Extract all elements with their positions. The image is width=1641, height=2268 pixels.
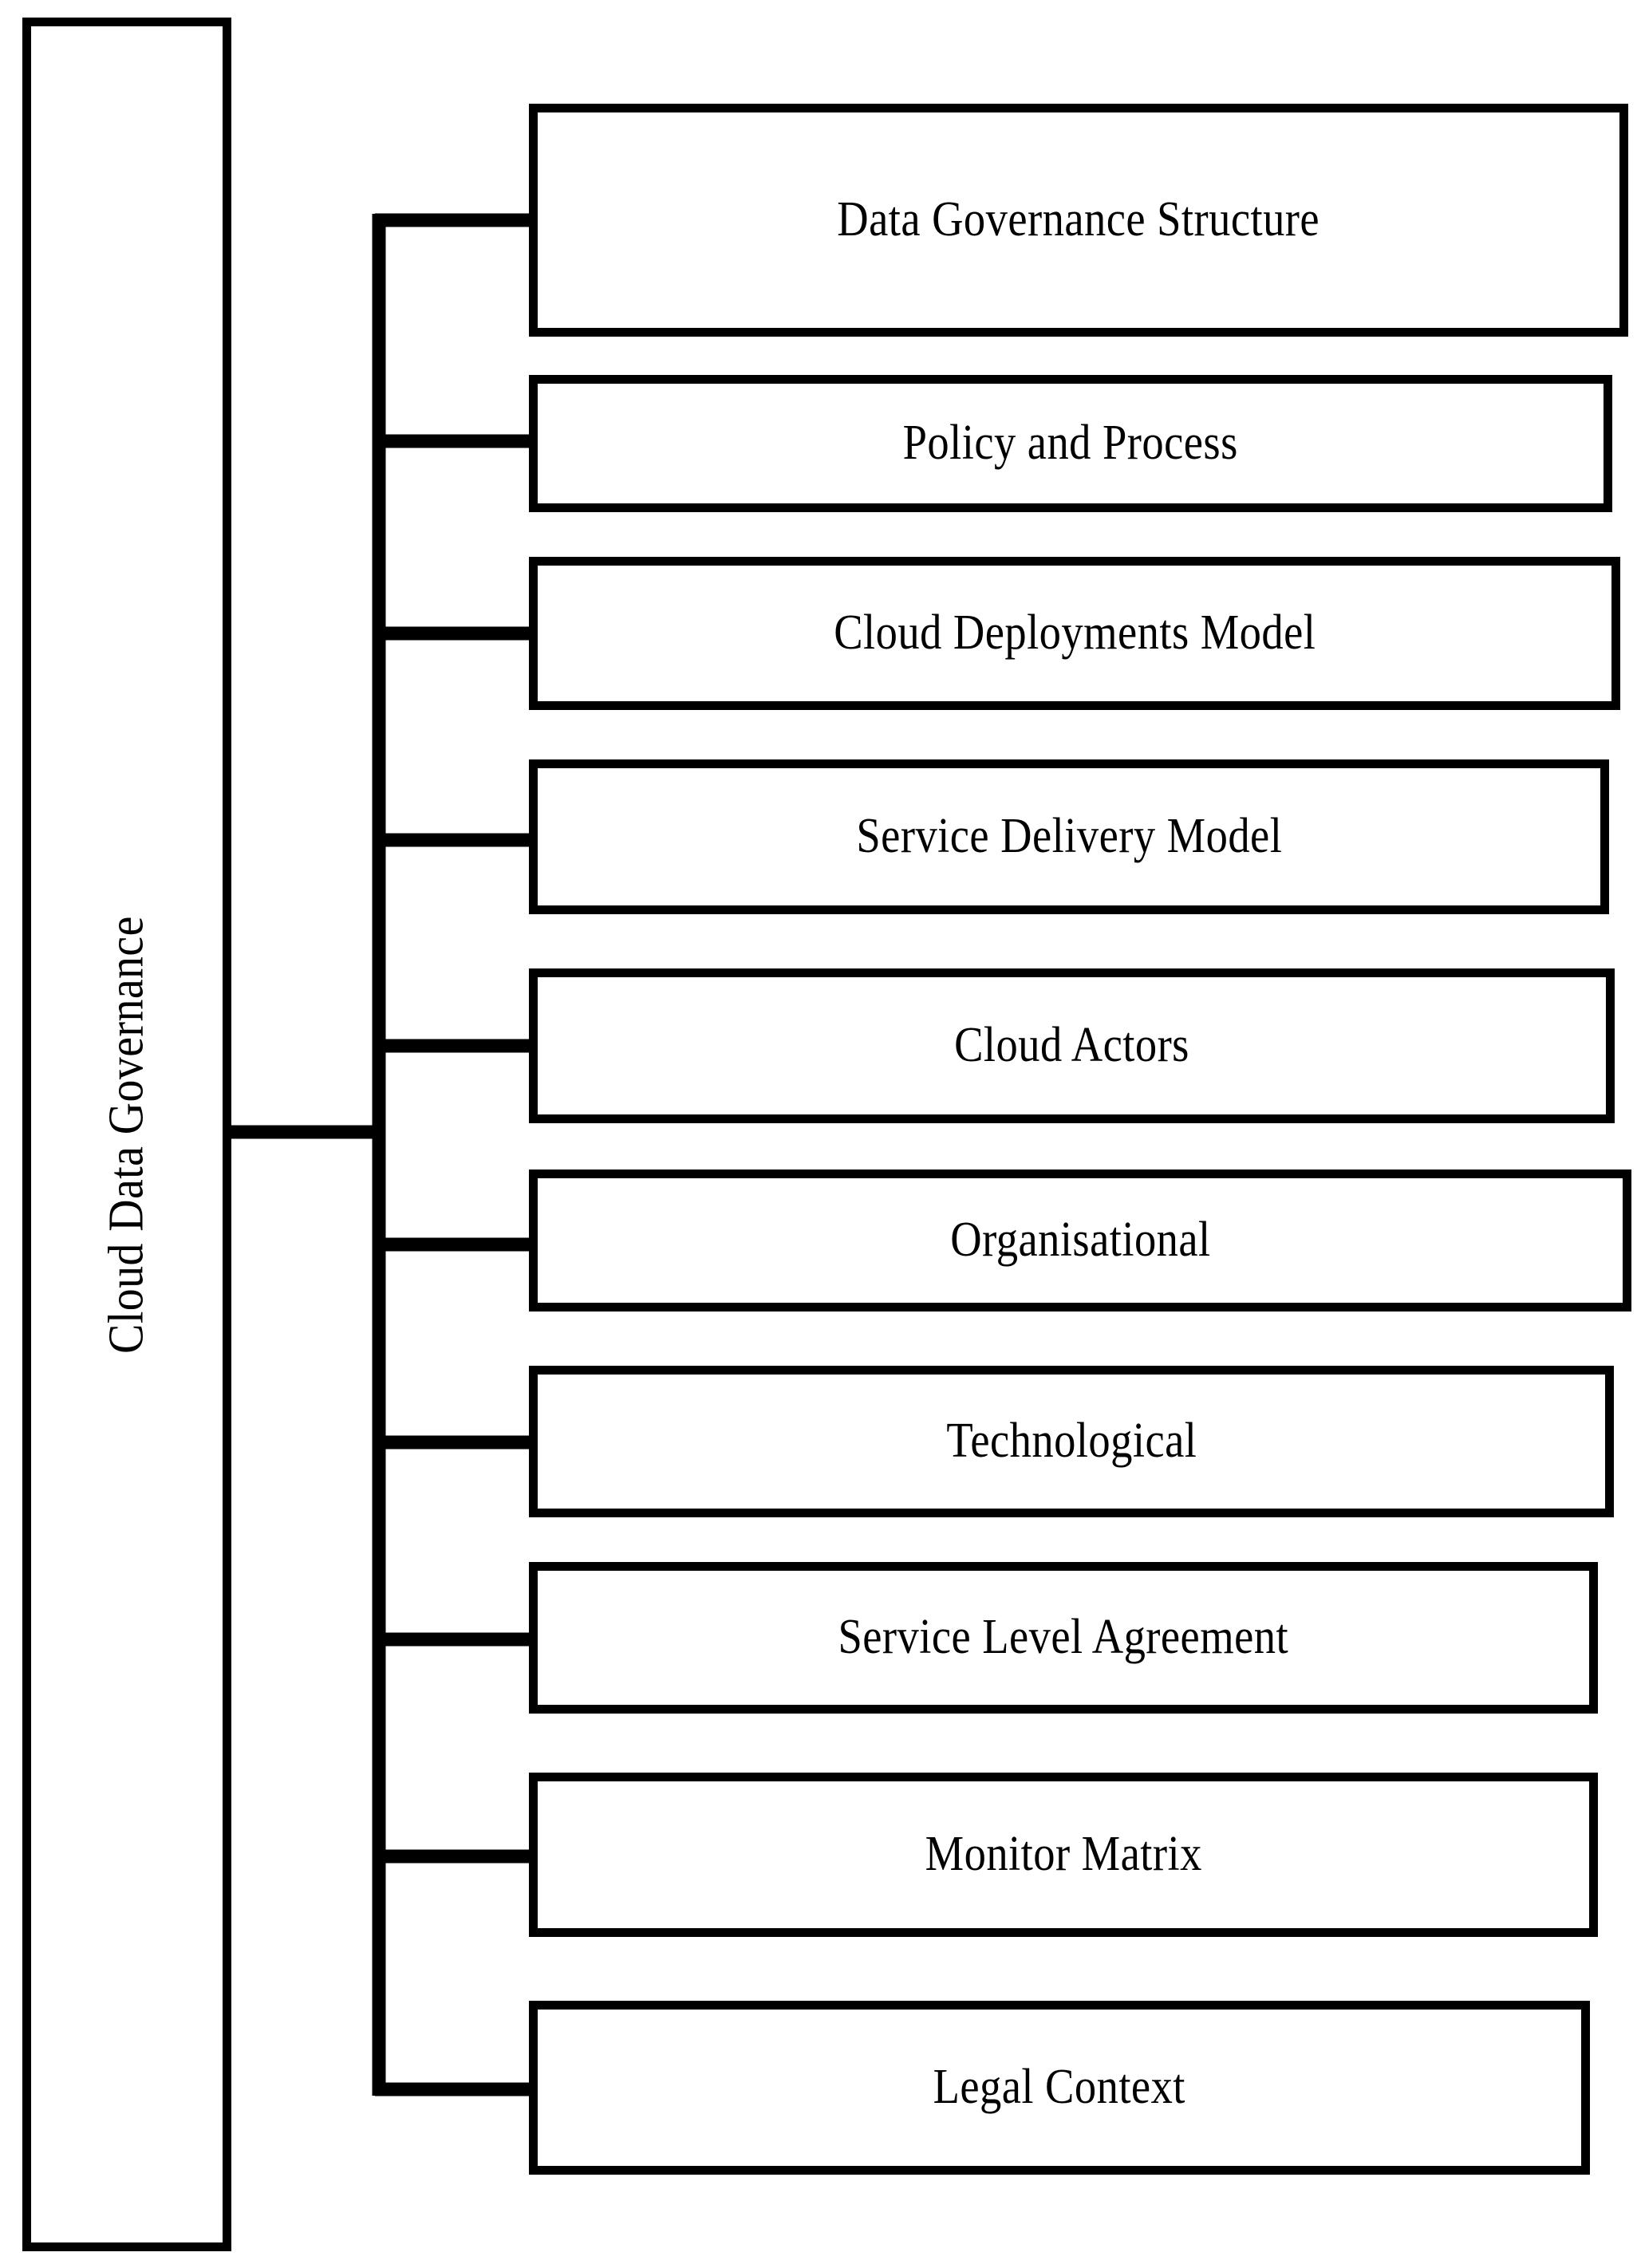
node-label-technological: Technological [946,1414,1197,1469]
node-cloud-actors[interactable]: Cloud Actors [529,968,1615,1123]
node-label-service-level-agreement: Service Level Agreement [838,1610,1289,1665]
node-label-policy-and-process: Policy and Process [902,416,1239,471]
node-label-organisational: Organisational [949,1213,1211,1268]
node-technological[interactable]: Technological [529,1366,1614,1517]
node-label-cloud-actors: Cloud Actors [954,1018,1189,1073]
node-organisational[interactable]: Organisational [529,1169,1631,1311]
node-monitor-matrix[interactable]: Monitor Matrix [529,1773,1598,1937]
node-data-governance-structure[interactable]: Data Governance Structure [529,104,1628,337]
node-service-level-agreement[interactable]: Service Level Agreement [529,1562,1598,1714]
node-label-service-delivery-model: Service Delivery Model [856,809,1282,864]
root-node-label: Cloud Data Governance [99,915,154,1354]
node-label-legal-context: Legal Context [933,2060,1186,2115]
root-node-cloud-data-governance[interactable]: Cloud Data Governance [22,18,231,2251]
node-policy-and-process[interactable]: Policy and Process [529,375,1612,512]
node-label-monitor-matrix: Monitor Matrix [925,1827,1202,1882]
node-cloud-deployments-model[interactable]: Cloud Deployments Model [529,557,1620,710]
node-label-data-governance-structure: Data Governance Structure [837,192,1320,247]
node-legal-context[interactable]: Legal Context [529,2001,1590,2175]
node-service-delivery-model[interactable]: Service Delivery Model [529,759,1609,914]
node-label-cloud-deployments-model: Cloud Deployments Model [833,605,1316,661]
